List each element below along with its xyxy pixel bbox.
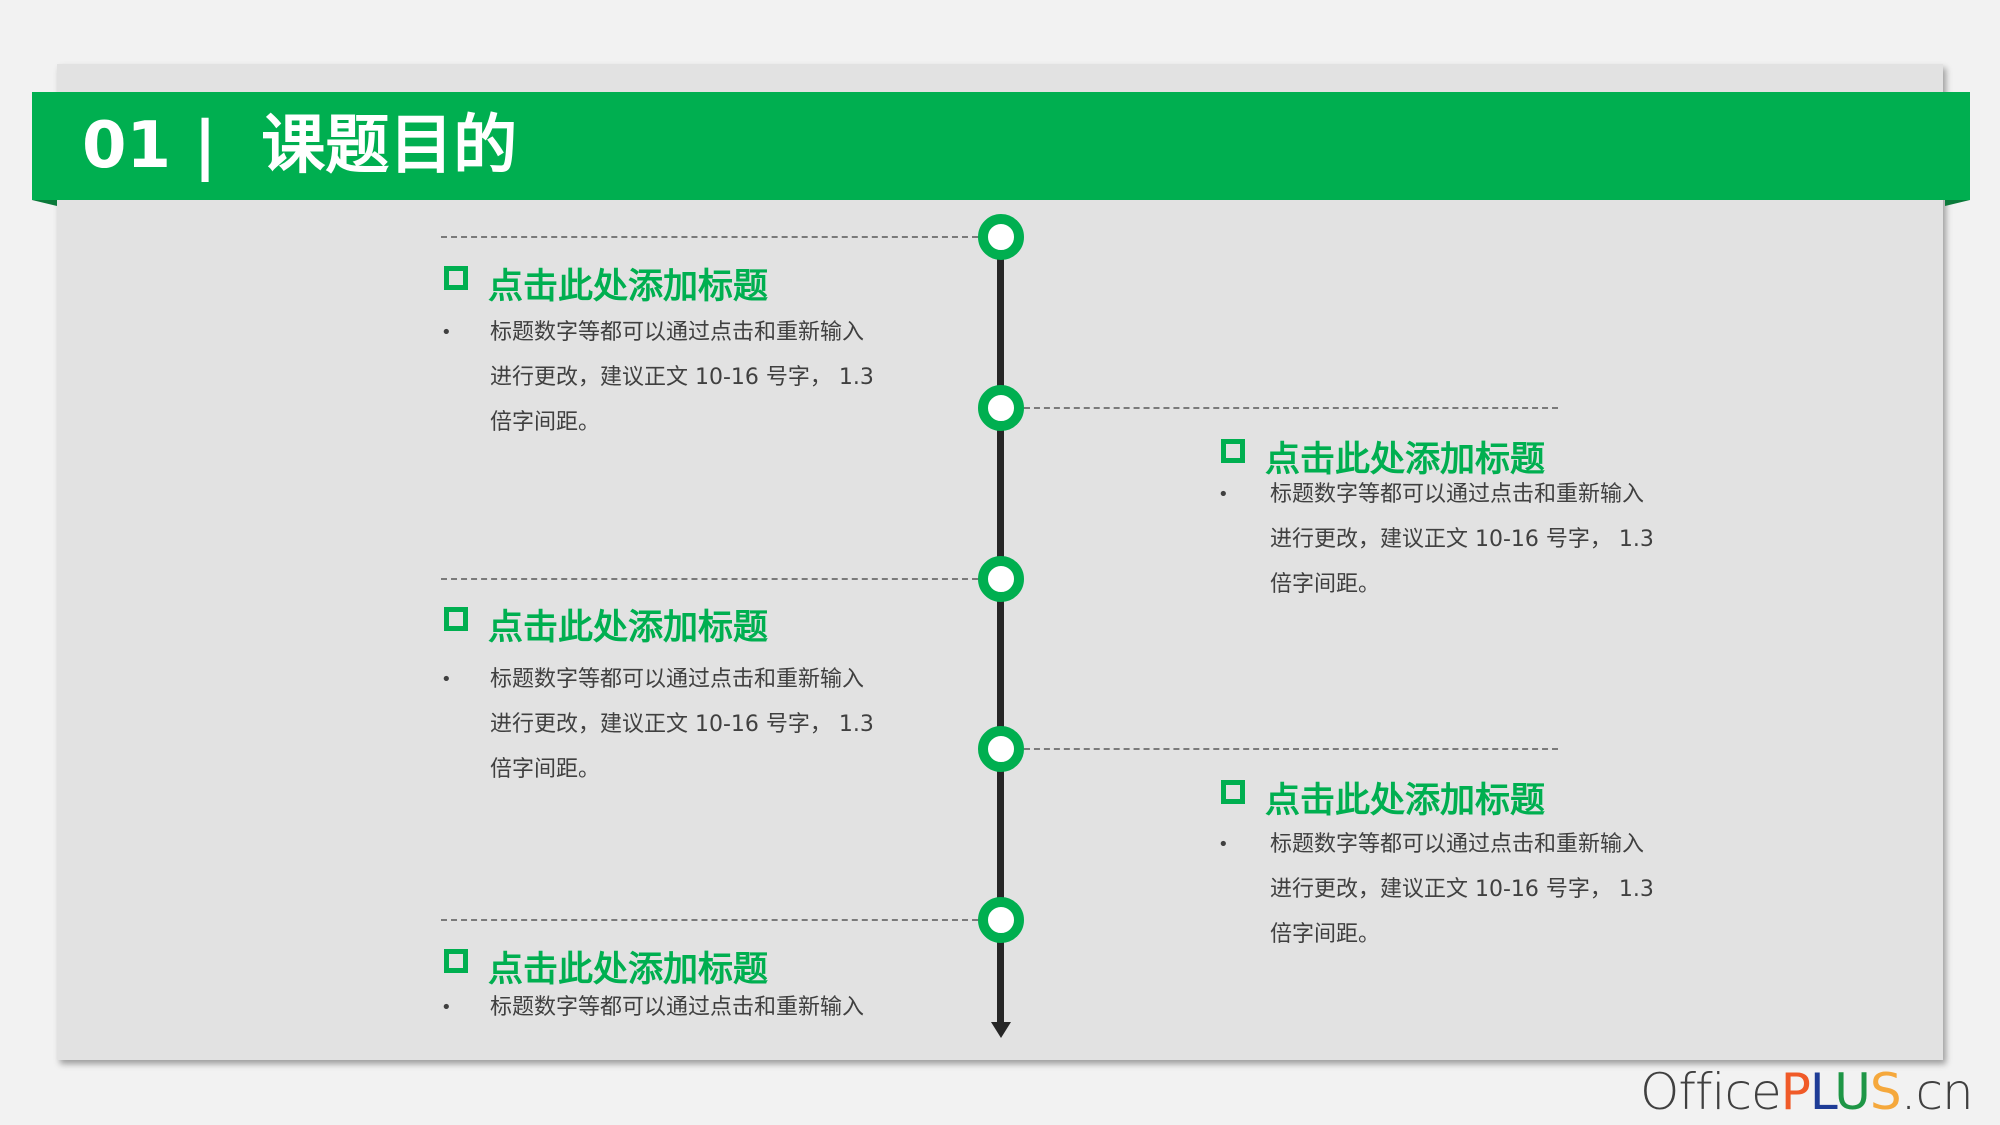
bullet-icon: • — [1218, 484, 1229, 505]
connector-5 — [441, 919, 978, 921]
item-title[interactable]: 点击此处添加标题 — [488, 266, 769, 307]
item-text: 标题数字等都可以通过点击和重新输入 — [1270, 482, 1645, 507]
bullet-icon: • — [441, 669, 452, 690]
connector-4 — [1024, 748, 1558, 750]
timeline-node-3 — [978, 556, 1024, 602]
officeplus-logo: OfficePLUS.cn — [1640, 1063, 1974, 1121]
item-text: 倍字间距。 — [490, 757, 601, 782]
connector-3 — [441, 578, 978, 580]
item-title[interactable]: 点击此处添加标题 — [488, 949, 769, 990]
bullet-icon: • — [441, 322, 452, 343]
arrow-down-icon — [991, 1022, 1011, 1038]
item-title[interactable]: 点击此处添加标题 — [1265, 780, 1546, 821]
timeline-node-2 — [978, 385, 1024, 431]
item-text: 倍字间距。 — [1270, 572, 1381, 597]
timeline-axis — [997, 237, 1004, 1027]
item-text: 标题数字等都可以通过点击和重新输入 — [490, 667, 865, 692]
timeline-node-4 — [978, 726, 1024, 772]
timeline-item-1: 点击此处添加标题 • 标题数字等都可以通过点击和重新输入 进行更改，建议正文 1… — [441, 258, 964, 445]
timeline-node-5 — [978, 897, 1024, 943]
timeline-item-4: 点击此处添加标题 • 标题数字等都可以通过点击和重新输入 进行更改，建议正文 1… — [1218, 772, 1741, 957]
page-title: 01 | 课题目的 — [82, 109, 518, 183]
item-text: 标题数字等都可以通过点击和重新输入 — [490, 995, 865, 1020]
connector-2 — [1024, 407, 1558, 409]
connector-1 — [441, 236, 978, 238]
title-banner: 01 | 课题目的 — [32, 92, 1970, 206]
item-text: 进行更改，建议正文 10-16 号字， 1.3 — [1270, 527, 1654, 552]
item-text: 标题数字等都可以通过点击和重新输入 — [490, 320, 865, 345]
bullet-icon: • — [1218, 834, 1229, 855]
item-text: 倍字间距。 — [490, 410, 601, 435]
timeline-item-3: 点击此处添加标题 • 标题数字等都可以通过点击和重新输入 进行更改，建议正文 1… — [441, 599, 964, 792]
item-text: 倍字间距。 — [1270, 922, 1381, 947]
timeline-node-1 — [978, 214, 1024, 260]
item-text: 进行更改，建议正文 10-16 号字， 1.3 — [490, 365, 874, 390]
item-title[interactable]: 点击此处添加标题 — [488, 607, 769, 648]
item-text: 进行更改，建议正文 10-16 号字， 1.3 — [1270, 877, 1654, 902]
checkbox-square-icon — [1221, 780, 1245, 804]
checkbox-square-icon — [1221, 439, 1245, 463]
item-title[interactable]: 点击此处添加标题 — [1265, 439, 1546, 480]
checkbox-square-icon — [444, 607, 468, 631]
bullet-icon: • — [441, 997, 452, 1018]
checkbox-square-icon — [444, 949, 468, 973]
timeline-item-2: 点击此处添加标题 • 标题数字等都可以通过点击和重新输入 进行更改，建议正文 1… — [1218, 431, 1741, 607]
checkbox-square-icon — [444, 266, 468, 290]
item-text: 标题数字等都可以通过点击和重新输入 — [1270, 832, 1645, 857]
item-text: 进行更改，建议正文 10-16 号字， 1.3 — [490, 712, 874, 737]
timeline-item-5: 点击此处添加标题 • 标题数字等都可以通过点击和重新输入 — [441, 941, 964, 1030]
